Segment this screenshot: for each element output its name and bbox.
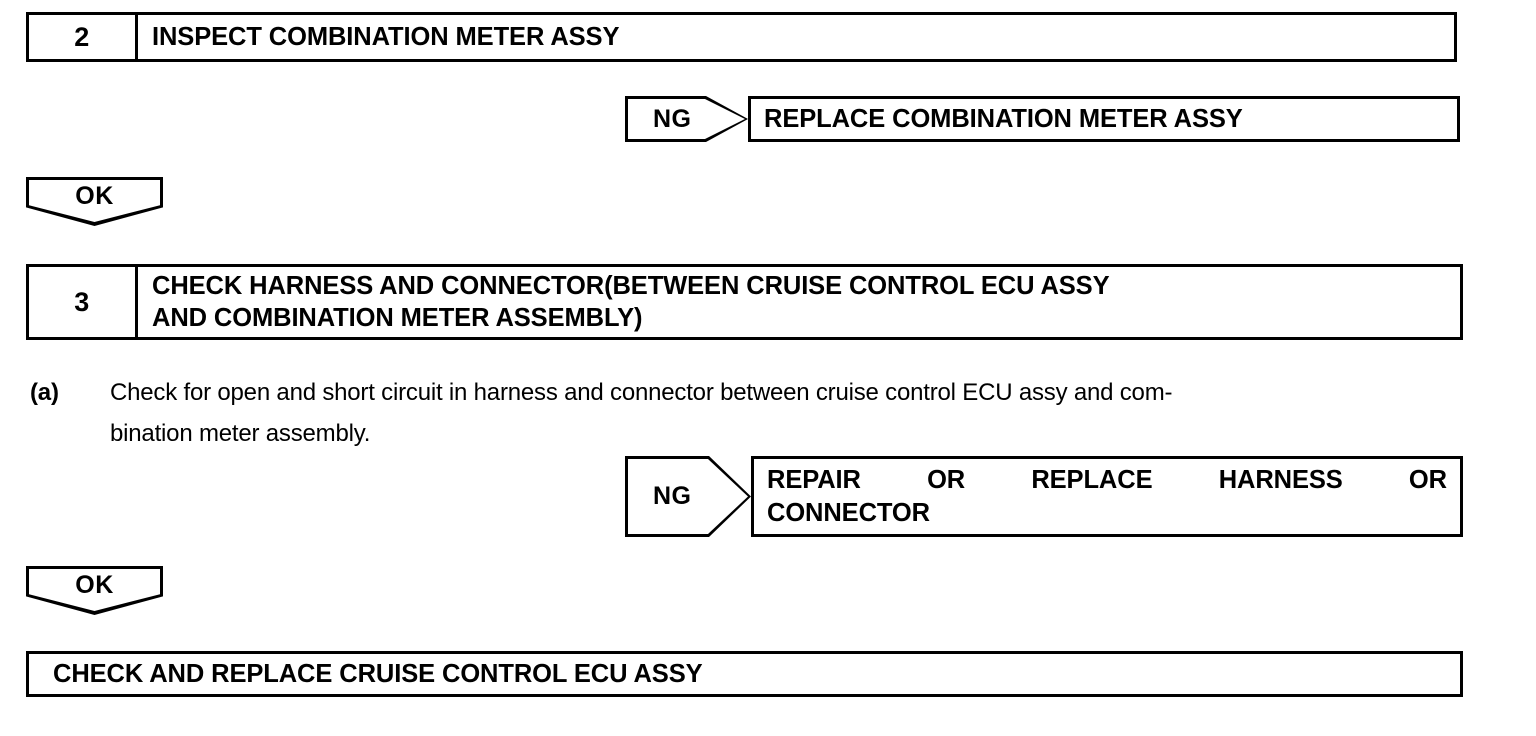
- step-title-2: INSPECT COMBINATION METER ASSY: [152, 22, 620, 51]
- step-title-3-line-2: AND COMBINATION METER ASSEMBLY): [152, 304, 643, 332]
- ng-branch-2: NG REPAIR OR REPLACE HARNESS OR CONNECTO…: [625, 456, 1463, 537]
- procedure-text-a-line-2: bination meter assembly.: [110, 420, 371, 448]
- step-title-3-line-1: CHECK HARNESS AND CONNECTOR(BETWEEN CRUI…: [152, 271, 1110, 300]
- procedure-marker-a: (a): [30, 379, 59, 406]
- ng-word-or-2: OR: [1408, 466, 1447, 495]
- ng-result-box-2: REPAIR OR REPLACE HARNESS OR CONNECTOR: [751, 456, 1463, 537]
- step-title-3: CHECK HARNESS AND CONNECTOR(BETWEEN CRUI…: [138, 267, 1460, 337]
- ng-arrow-tag-2: NG: [625, 456, 751, 537]
- ng-arrow-tag-1: NG: [625, 96, 748, 142]
- ok-label-2: OK: [75, 571, 114, 599]
- ng-word-or-1: OR: [927, 466, 966, 495]
- step-number-2: 2: [29, 15, 138, 59]
- ng-result-line-2b: CONNECTOR: [767, 498, 930, 527]
- procedure-text-a-line-1: Check for open and short circuit in harn…: [110, 379, 1173, 406]
- step-box-3: 3 CHECK HARNESS AND CONNECTOR(BETWEEN CR…: [26, 264, 1463, 340]
- conclusion-box: CHECK AND REPLACE CRUISE CONTROL ECU ASS…: [26, 651, 1463, 697]
- ng-result-line-1: REPLACE COMBINATION METER ASSY: [764, 104, 1243, 133]
- step-number-3: 3: [29, 267, 138, 337]
- ng-result-line-2a: REPAIR OR REPLACE HARNESS OR: [767, 464, 1447, 496]
- procedure-a: (a) Check for open and short circuit in …: [30, 372, 1470, 455]
- ng-word-harness: HARNESS: [1218, 466, 1343, 495]
- step-box-2: 2 INSPECT COMBINATION METER ASSY: [26, 12, 1457, 62]
- ng-label-2: NG: [653, 482, 692, 510]
- ng-branch-1: NG REPLACE COMBINATION METER ASSY: [625, 96, 1460, 142]
- ok-tag-1: OK: [26, 177, 163, 226]
- ng-word-replace: REPLACE: [1031, 466, 1153, 495]
- ok-tag-2: OK: [26, 566, 163, 615]
- ng-label-1: NG: [653, 104, 692, 133]
- ng-result-box-1: REPLACE COMBINATION METER ASSY: [748, 96, 1460, 142]
- ok-label-1: OK: [75, 182, 114, 210]
- ng-word-repair: REPAIR: [767, 466, 861, 495]
